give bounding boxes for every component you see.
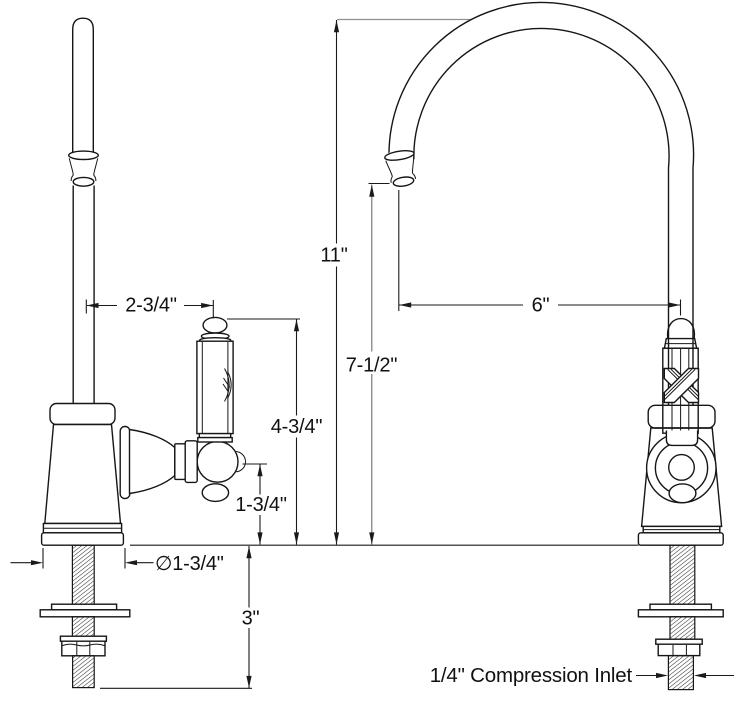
dim-spout-height-label: 7-1/2" xyxy=(346,355,398,377)
reference-lines xyxy=(82,18,543,399)
handle-top-ball xyxy=(202,316,228,334)
dim-handle-pivot-height: 1-3/4" xyxy=(233,463,289,545)
dim-shank-length-label: 3" xyxy=(242,608,260,630)
handle-grip xyxy=(196,340,234,435)
side-body-cap xyxy=(49,402,116,426)
inlet-stub xyxy=(71,655,95,689)
side-body xyxy=(44,423,122,525)
dim-handle-height: 4-3/4" xyxy=(227,318,324,545)
side-valve-ring xyxy=(174,443,186,481)
front-base-flare xyxy=(637,532,724,546)
front-body-cap xyxy=(647,404,716,429)
dim-spout-reach: 6" xyxy=(398,190,682,317)
escutcheon-hub xyxy=(668,453,696,481)
front-view xyxy=(384,1,724,691)
side-aerator xyxy=(67,150,99,187)
dim-handle-pivot-label: 1-3/4" xyxy=(235,494,287,516)
handle-socket xyxy=(665,430,699,447)
side-base-flare xyxy=(40,532,125,546)
dim-spout-offset-label: 2-3/4" xyxy=(125,295,177,317)
handle-leaf-detail xyxy=(224,368,230,402)
front-threaded-shank xyxy=(669,544,696,607)
dim-base-diameter: ∅1-3/4" xyxy=(10,548,224,575)
side-spout-pipe-upper xyxy=(72,17,94,156)
washer-lip xyxy=(50,603,118,611)
side-shank-assembly xyxy=(39,544,131,689)
mounting-nut xyxy=(61,640,106,657)
side-valve-collar xyxy=(119,425,131,500)
front-mounting-nut xyxy=(657,643,701,657)
front-handle xyxy=(662,317,700,434)
side-pivot-ball xyxy=(196,440,239,483)
gooseneck-fill xyxy=(388,2,694,168)
side-lower-ball xyxy=(201,483,230,503)
front-body xyxy=(640,427,723,528)
threaded-shank xyxy=(71,544,95,608)
front-lower-ball xyxy=(668,483,697,504)
dim-shank-length: 3" xyxy=(239,546,261,688)
dim-spout-height: 7-1/2" xyxy=(343,182,401,545)
dim-spout-reach-label: 6" xyxy=(532,295,550,317)
washer xyxy=(39,609,131,618)
side-pivot-nub xyxy=(235,451,246,473)
dim-overall-height-label: 11" xyxy=(320,245,347,267)
gooseneck-outer xyxy=(388,1,695,169)
dim-handle-height-label: 4-3/4" xyxy=(271,416,323,438)
handle-x-ribbon xyxy=(663,367,700,404)
side-handle xyxy=(196,316,234,443)
front-washer xyxy=(637,609,724,618)
front-aerator xyxy=(384,149,417,187)
dim-spout-offset: 2-3/4" xyxy=(85,293,214,319)
inlet-annotation: 1/4" Compression Inlet xyxy=(430,664,734,687)
side-spout-pipe-lower-fill xyxy=(73,183,95,405)
front-escutcheon xyxy=(645,430,717,504)
dim-overall-height: 11" xyxy=(317,20,353,545)
front-handle-dome xyxy=(666,317,696,339)
gooseneck-inner xyxy=(413,27,670,169)
aerator-top-rim xyxy=(67,150,99,161)
dim-base-diameter-label: ∅1-3/4" xyxy=(155,553,224,575)
front-shank-assembly xyxy=(637,544,724,691)
side-valve-bell xyxy=(128,428,176,495)
nut-flange xyxy=(59,635,108,642)
side-valve-hub xyxy=(184,440,198,484)
side-view xyxy=(39,17,246,689)
inlet-annotation-label: 1/4" Compression Inlet xyxy=(430,664,633,687)
compression-inlet-stub xyxy=(667,654,695,691)
aerator-outlet xyxy=(72,176,95,187)
